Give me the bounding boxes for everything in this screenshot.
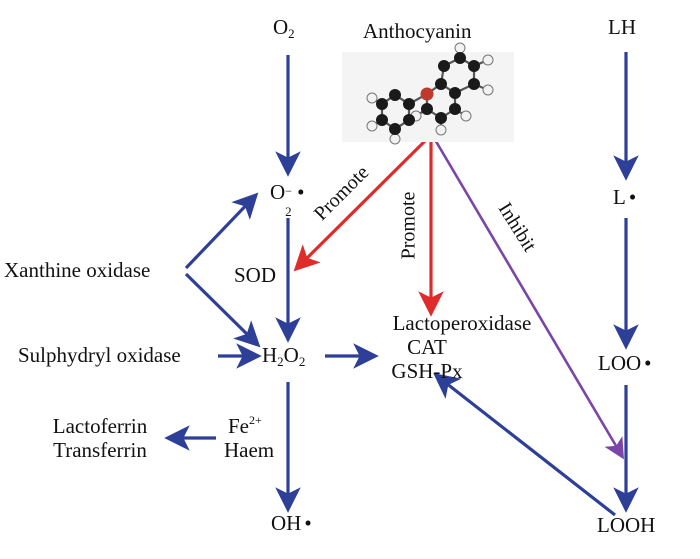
enzyme-gsh-px: GSH-Px bbox=[391, 359, 463, 383]
label-fe2plus: Fe2+ bbox=[228, 413, 262, 438]
node-o2: O2 bbox=[273, 15, 295, 41]
enzyme-lactoperoxidase: Lactoperoxidase bbox=[392, 311, 532, 335]
node-lh: LH bbox=[608, 15, 636, 39]
anthocyanin-molecule-icon bbox=[342, 42, 514, 145]
arrow-looh-to-enzymes bbox=[433, 373, 616, 517]
node-looh: LOOH bbox=[597, 513, 656, 537]
label-sod: SOD bbox=[234, 263, 277, 287]
label-haem: Haem bbox=[224, 438, 275, 462]
arrow-inhibit-to-looh bbox=[432, 137, 624, 460]
node-anthocyanin: Anthocyanin bbox=[363, 19, 472, 43]
edge-label-promote-enzymes: Promote bbox=[397, 191, 420, 260]
arrow-xanthine-to-superoxide bbox=[184, 192, 259, 270]
node-transferrin: Transferrin bbox=[53, 438, 147, 462]
arrow-promote-to-sod bbox=[293, 136, 430, 272]
enzyme-cat: CAT bbox=[407, 335, 447, 359]
node-hydroxyl-radical: OH• bbox=[271, 511, 312, 535]
arrow-xanthine-to-h2o2 bbox=[184, 272, 261, 348]
node-lipid-radical: L• bbox=[613, 185, 637, 209]
node-lipid-peroxyl-radical: LOO• bbox=[598, 351, 652, 375]
node-xanthine-oxidase: Xanthine oxidase bbox=[4, 258, 151, 282]
node-sulphydryl-oxidase: Sulphydryl oxidase bbox=[18, 343, 181, 367]
node-lactoferrin: Lactoferrin bbox=[52, 414, 148, 438]
node-h2o2: H2O2 bbox=[262, 343, 306, 369]
